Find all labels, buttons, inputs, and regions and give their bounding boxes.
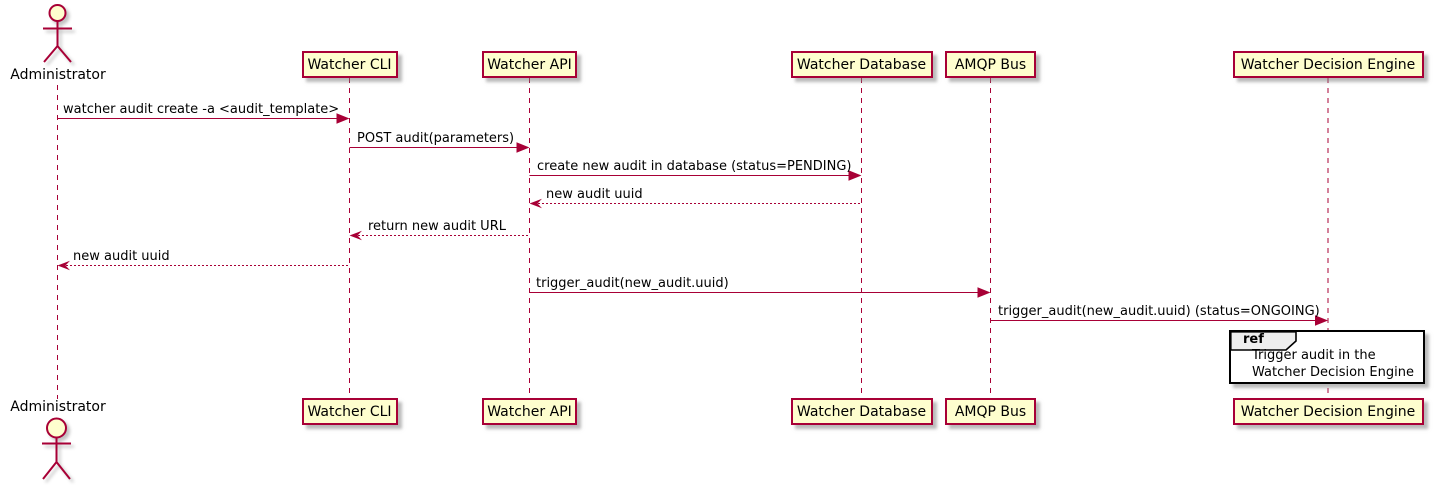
message-label-3: create new audit in database (status=PEN… xyxy=(537,159,852,174)
message-arrows xyxy=(57,113,1328,326)
participant-top-watcher-database: Watcher Database xyxy=(790,51,933,78)
arrow-msg-1 xyxy=(57,113,350,124)
message-label-7: trigger_audit(new_audit.uuid) xyxy=(536,276,729,291)
arrow-msg-2 xyxy=(349,142,530,153)
arrow-msg-5 xyxy=(349,230,530,241)
participant-top-watcher-cli: Watcher CLI xyxy=(301,51,398,78)
message-label-5: return new audit URL xyxy=(368,219,506,234)
arrowhead-right-icon xyxy=(516,142,530,153)
actor-icon-top xyxy=(43,4,72,63)
ref-text-line-1: Trigger audit in the xyxy=(1252,348,1376,363)
ref-text-line-2: Watcher Decision Engine xyxy=(1252,365,1414,380)
participant-bottom-watcher-cli: Watcher CLI xyxy=(301,398,398,425)
lifelines xyxy=(57,78,1329,399)
ref-keyword: ref xyxy=(1243,332,1264,347)
message-label-8: trigger_audit(new_audit.uuid) (status=ON… xyxy=(998,304,1320,319)
message-label-1: watcher audit create -a <audit_template> xyxy=(63,102,340,117)
arrowhead-right-icon xyxy=(1315,315,1328,326)
participant-bottom-watcher-database: Watcher Database xyxy=(790,398,933,425)
actor-label-bottom: Administrator xyxy=(10,399,106,415)
participant-top-amqp-bus: AMQP Bus xyxy=(945,51,1036,78)
arrowhead-right-icon xyxy=(336,113,350,124)
arrowhead-left-icon xyxy=(349,230,362,241)
ref-fragment: ref Trigger audit in the Watcher Decisio… xyxy=(1229,330,1425,384)
message-label-4: new audit uuid xyxy=(546,187,643,202)
arrowhead-right-icon xyxy=(848,170,862,181)
participant-bottom-watcher-decision-engine: Watcher Decision Engine xyxy=(1232,398,1424,425)
arrowhead-right-icon xyxy=(977,287,991,298)
participant-top-watcher-decision-engine: Watcher Decision Engine xyxy=(1232,51,1424,78)
ref-tab-shape xyxy=(1230,331,1297,351)
message-label-6: new audit uuid xyxy=(73,249,170,264)
actor-label-top: Administrator xyxy=(10,67,106,83)
arrow-msg-4 xyxy=(529,198,862,209)
arrow-msg-6 xyxy=(57,260,350,271)
actor-icon-bottom xyxy=(42,417,71,480)
participant-top-watcher-api: Watcher API xyxy=(482,51,577,78)
arrow-msg-8 xyxy=(990,315,1328,326)
participant-bottom-amqp-bus: AMQP Bus xyxy=(945,398,1036,425)
arrow-msg-7 xyxy=(529,287,991,298)
arrowhead-left-icon xyxy=(529,198,542,209)
message-label-2: POST audit(parameters) xyxy=(357,131,515,146)
participant-bottom-watcher-api: Watcher API xyxy=(482,398,577,425)
arrow-msg-3 xyxy=(529,170,862,181)
arrowhead-left-icon xyxy=(57,260,70,271)
